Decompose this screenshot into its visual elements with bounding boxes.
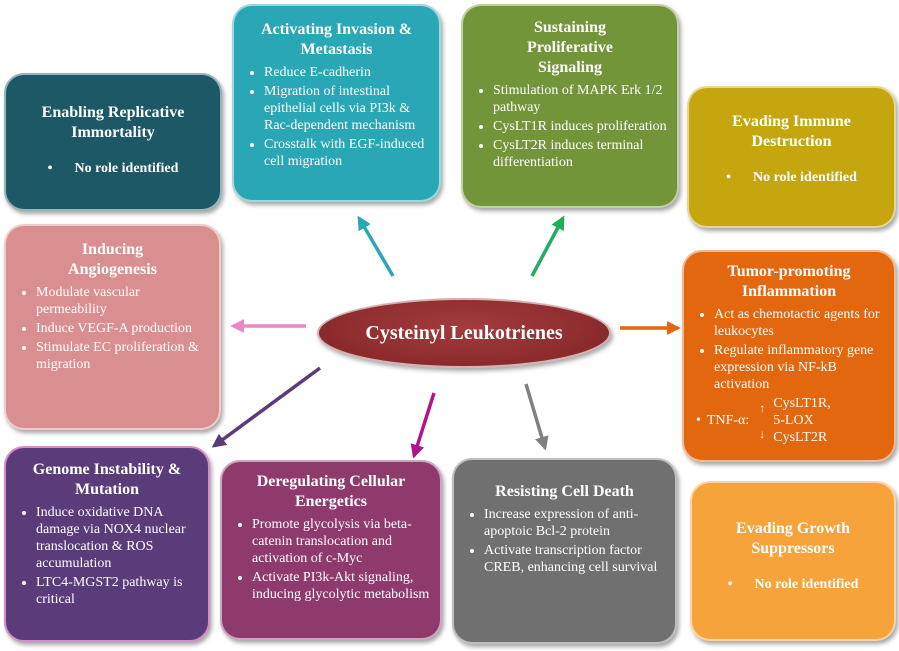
tnf-up-target: CysLT1R, bbox=[773, 396, 831, 411]
box-title: Inducing Angiogenesis bbox=[68, 241, 157, 278]
box-title: Tumor-promoting Inflammation bbox=[727, 263, 851, 300]
list-item: CysLT1R induces proliferation bbox=[493, 118, 667, 135]
box-replicative-immortality: Enabling Replicative Immortality No role… bbox=[4, 73, 222, 211]
list-item: Induce VEGF-A production bbox=[36, 320, 209, 337]
arrow-to-invasion bbox=[357, 215, 395, 277]
tnf-alpha-row: • TNF-α: ↑ ↓ CysLT1R, 5-LOX CysLT2R bbox=[696, 396, 831, 445]
box-title: Resisting Cell Death bbox=[495, 483, 634, 500]
box-title: Evading Immune Destruction bbox=[732, 113, 851, 150]
down-arrow-icon: ↓ bbox=[759, 426, 766, 441]
box-list: Increase expression of anti-apoptoic Bcl… bbox=[464, 506, 665, 576]
box-resisting-cell-death: Resisting Cell Death Increase expression… bbox=[452, 458, 677, 644]
box-list: Promote glycolysis via beta-catenin tran… bbox=[232, 516, 430, 603]
arrow-to-death bbox=[524, 383, 549, 451]
list-item: Activate transcription factor CREB, enha… bbox=[484, 542, 665, 576]
list-item: Promote glycolysis via beta-catenin tran… bbox=[252, 516, 430, 567]
box-list: Reduce E-cadherin Migration of intestina… bbox=[244, 64, 429, 170]
box-list: Act as chemotactic agents for leukocytes… bbox=[694, 306, 884, 393]
box-list: Stimulation of MAPK Erk 1/2 pathway CysL… bbox=[473, 82, 667, 171]
box-tumor-promoting-inflammation: Tumor-promoting Inflammation Act as chem… bbox=[682, 250, 896, 462]
box-inducing-angiogenesis: Inducing Angiogenesis Modulate vascular … bbox=[4, 224, 221, 430]
box-list: Induce oxidative DNA damage via NOX4 nuc… bbox=[16, 504, 198, 608]
box-title: Genome Instability & Mutation bbox=[32, 461, 182, 498]
list-item: LTC4-MGST2 pathway is critical bbox=[36, 574, 198, 608]
tnf-down-target: CysLT2R bbox=[773, 430, 828, 445]
box-title: Enabling Replicative Immortality bbox=[41, 104, 185, 141]
box-list: Modulate vascular permeability Induce VE… bbox=[16, 284, 209, 373]
list-item: CysLT2R induces terminal differentiation bbox=[493, 137, 667, 171]
box-title: Sustaining Proliferative Signaling bbox=[527, 19, 613, 76]
list-item: Act as chemotactic agents for leukocytes bbox=[714, 306, 884, 340]
box-proliferative-signaling: Sustaining Proliferative Signaling Stimu… bbox=[461, 4, 679, 208]
box-invasion-metastasis: Activating Invasion & Metastasis Reduce … bbox=[232, 4, 441, 202]
list-item: Activate PI3k-Akt signaling, inducing gl… bbox=[252, 569, 430, 603]
up-arrow-icon: ↑ bbox=[759, 400, 766, 415]
tnf-up-target-2: 5-LOX bbox=[773, 413, 814, 428]
box-note: No role identified bbox=[702, 577, 884, 593]
arrow-to-proliferative bbox=[530, 215, 565, 277]
list-item: Increase expression of anti-apoptoic Bcl… bbox=[484, 506, 665, 540]
list-item: Migration of intestinal epithelial cells… bbox=[264, 83, 429, 134]
list-item: Reduce E-cadherin bbox=[264, 64, 429, 81]
tnf-label: TNF-α: bbox=[706, 413, 750, 428]
box-deregulating-energetics: Deregulating Cellular Energetics Promote… bbox=[220, 460, 442, 640]
list-item: Stimulation of MAPK Erk 1/2 pathway bbox=[493, 82, 667, 116]
box-note: No role identified bbox=[16, 161, 210, 177]
box-title: Evading Growth Suppressors bbox=[736, 520, 850, 557]
hub-label: Cysteinyl Leukotrienes bbox=[365, 321, 563, 344]
box-title: Activating Invasion & Metastasis bbox=[260, 21, 413, 58]
box-title: Deregulating Cellular Energetics bbox=[256, 473, 406, 510]
box-evading-immune-destruction: Evading Immune Destruction No role ident… bbox=[687, 86, 896, 228]
list-item: Regulate inflammatory gene expression vi… bbox=[714, 342, 884, 393]
box-evading-growth-suppressors: Evading Growth Suppressors No role ident… bbox=[690, 481, 896, 641]
list-item: Crosstalk with EGF-induced cell migratio… bbox=[264, 136, 429, 170]
list-item: Induce oxidative DNA damage via NOX4 nuc… bbox=[36, 504, 198, 572]
box-genome-instability: Genome Instability & Mutation Induce oxi… bbox=[4, 446, 210, 642]
arrow-to-genome bbox=[211, 366, 322, 448]
list-item: Modulate vascular permeability bbox=[36, 284, 209, 318]
arrow-to-energetics bbox=[410, 392, 436, 459]
box-note: No role identified bbox=[699, 170, 884, 186]
center-hub-cysteinyl-leukotrienes: Cysteinyl Leukotrienes bbox=[317, 298, 611, 368]
list-item: Stimulate EC proliferation & migration bbox=[36, 339, 209, 373]
